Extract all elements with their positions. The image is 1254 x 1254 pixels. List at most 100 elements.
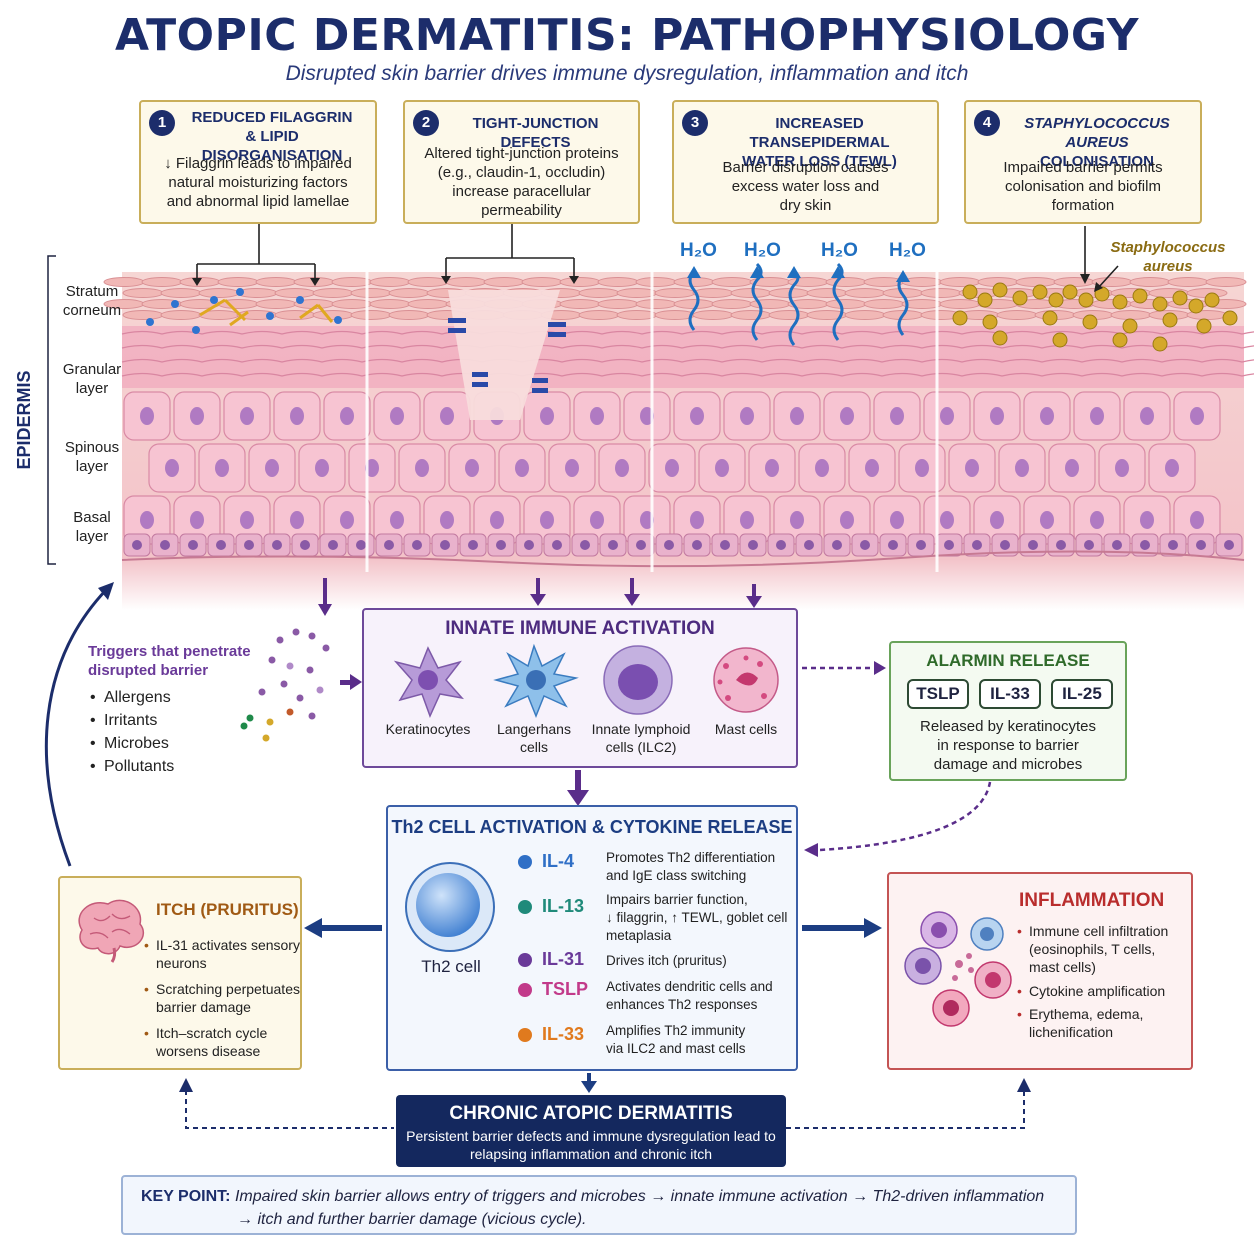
cytokine-il33-description: Amplifies Th2 immunity via ILC2 and mast… <box>606 1022 792 1058</box>
h2o-label-3: H₂O <box>821 240 858 261</box>
th2-cell-icon <box>405 862 495 952</box>
inflammation-bullet-line: Erythema, edema, <box>1029 1006 1144 1022</box>
alarmin-pill-tslp: TSLP <box>907 679 969 709</box>
alarmin-release-box: ALARMIN RELEASE TSLP IL-33 IL-25 Release… <box>889 641 1127 781</box>
cytokine-tslp-description: Activates dendritic cells and enhances T… <box>606 978 792 1014</box>
cell-caption-keratinocytes: Keratinocytes <box>378 720 478 738</box>
innate-immune-box: INNATE IMMUNE ACTIVATION Keratinocytes L… <box>362 608 798 768</box>
th2-cell-label: Th2 cell <box>421 957 481 976</box>
step-2-heading-line1: TIGHT-JUNCTION DEFECTS <box>472 115 599 151</box>
cell-caption-line: cells <box>519 739 548 755</box>
layer-label-basal: Basal layer <box>44 508 140 546</box>
step-1-text-line3: and abnormal lipid lamellae <box>166 193 350 210</box>
cytokine-desc-line: Impairs barrier function, <box>606 892 748 907</box>
step-number-1: 1 <box>149 110 175 136</box>
layer-label-spinous: Spinous layer <box>44 438 140 476</box>
trigger-item: Allergens <box>90 689 171 707</box>
inflammation-title: INFLAMMATION <box>1019 890 1165 911</box>
innate-immune-title: INNATE IMMUNE ACTIVATION <box>445 618 715 639</box>
layer-label-line: Granular <box>62 361 122 378</box>
brain-icon <box>78 899 145 963</box>
itch-bullet-line: worsens disease <box>156 1043 261 1059</box>
staph-label-line2: aureus <box>1143 258 1193 275</box>
layer-label-line: Stratum <box>65 283 119 300</box>
trigger-item: Microbes <box>90 735 169 753</box>
step-1-text-line1: ↓ Filaggrin leads to impaired <box>164 155 352 172</box>
mast-cell-icon <box>713 647 779 713</box>
step-number-2: 2 <box>413 110 439 136</box>
alarmin-desc-line: damage and microbes <box>933 756 1083 773</box>
step-4-text-line2: colonisation and biofilm <box>1005 178 1161 195</box>
langerhans-cell-icon <box>493 643 579 719</box>
step-number-4: 4 <box>974 110 1000 136</box>
chronic-desc-line: Persistent barrier defects and immune dy… <box>406 1128 776 1144</box>
cell-caption-line: Langerhans <box>497 721 571 737</box>
inflammation-bullet-3: Erythema, edema, lichenification <box>1017 1005 1144 1041</box>
itch-bullet-line: Itch–scratch cycle <box>156 1025 268 1041</box>
layer-label-line: Basal <box>73 509 111 526</box>
cytokine-desc-line: ↓ filaggrin, ↑ TEWL, goblet cell <box>606 910 788 925</box>
cell-caption-mast: Mast cells <box>696 720 796 738</box>
step-box-filaggrin: 1 REDUCED FILAGGRIN & LIPID DISORGANISAT… <box>139 100 377 224</box>
epidermis-label: EPIDERMIS <box>14 370 34 469</box>
step-1-heading-line1: REDUCED FILAGGRIN <box>191 109 353 126</box>
cytokine-il13-description: Impairs barrier function, ↓ filaggrin, ↑… <box>606 891 792 945</box>
h2o-label-4: H₂O <box>889 240 926 261</box>
step-3-heading-line2: WATER LOSS (TEWL) <box>742 153 897 170</box>
trigger-item: Irritants <box>90 712 157 730</box>
inflammation-bullet-line: lichenification <box>1029 1024 1114 1040</box>
triggers-heading: Triggers that penetrate disrupted barrie… <box>88 642 268 680</box>
layer-label-line: corneum <box>62 302 122 319</box>
h2o-label-1: H₂O <box>680 240 717 261</box>
step-4-text-line1: Impaired barrier permits <box>1003 159 1163 176</box>
page-title: ATOPIC DERMATITIS: PATHOPHYSIOLOGY <box>115 10 1139 61</box>
cytokine-dot-il13 <box>518 900 532 914</box>
step-1-heading-line2: & LIPID DISORGANISATION <box>201 128 343 164</box>
cytokine-dot-il31 <box>518 953 532 967</box>
cytokine-desc-line: Promotes Th2 differentiation <box>606 850 776 865</box>
step-3-heading-line1: INCREASED TRANSEPIDERMAL <box>749 115 890 151</box>
itch-bullet-3: Itch–scratch cycle worsens disease <box>144 1024 268 1060</box>
cytokine-il13: IL-13 <box>542 896 585 916</box>
itch-box: ITCH (PRURITUS) IL-31 activates sensory … <box>58 876 302 1070</box>
layer-label-line: layer <box>75 458 109 475</box>
cytokine-desc-line: Activates dendritic cells and <box>606 979 773 994</box>
innate-cells-illustration <box>393 643 779 719</box>
keratinocyte-icon <box>393 646 465 718</box>
alarmin-description: Released by keratinocytes in response to… <box>897 717 1119 774</box>
chronic-desc-line: relapsing inflammation and chronic itch <box>469 1146 712 1162</box>
cell-caption-line: Innate lymphoid <box>591 721 691 737</box>
step-box-tewl: 3 INCREASED TRANSEPIDERMAL WATER LOSS (T… <box>672 100 939 224</box>
cytokine-desc-line: Amplifies Th2 immunity <box>606 1023 746 1038</box>
chronic-title: CHRONIC ATOPIC DERMATITIS <box>449 1103 733 1124</box>
cytokine-il33: IL-33 <box>542 1024 585 1044</box>
ilc2-cell-icon <box>603 645 673 715</box>
inflammation-box: INFLAMMATION Immune cell infiltration (e… <box>887 872 1193 1070</box>
chronic-description: Persistent barrier defects and immune dy… <box>402 1127 780 1163</box>
itch-title: ITCH (PRURITUS) <box>156 900 299 919</box>
inflammation-bullet-2: Cytokine amplification <box>1017 982 1165 1000</box>
layer-label-granular: Granular layer <box>44 360 140 398</box>
step-2-text-line3: increase paracellular <box>452 183 591 200</box>
itch-bullet-line: neurons <box>156 955 207 971</box>
cytokine-il31: IL-31 <box>542 949 585 969</box>
layer-label-line: layer <box>75 528 109 545</box>
cell-caption-line: Keratinocytes <box>385 721 471 737</box>
step-2-text-line4: permeability <box>481 202 562 219</box>
th2-activation-box: Th2 CELL ACTIVATION & CYTOKINE RELEASE T… <box>386 805 798 1071</box>
skin-cross-section-illustration <box>47 224 1254 610</box>
cytokine-il31-description: Drives itch (pruritus) <box>606 952 792 970</box>
cytokine-desc-line: and IgE class switching <box>606 868 747 883</box>
cell-caption-ilc2: Innate lymphoid cells (ILC2) <box>586 720 696 756</box>
step-2-text-line1: Altered tight-junction proteins <box>424 145 619 162</box>
triggers-heading-line1: Triggers that penetrate <box>88 643 251 660</box>
layer-label-line: Spinous <box>64 439 120 456</box>
cell-caption-line: cells (ILC2) <box>605 739 677 755</box>
inflammation-bullet-line: mast cells) <box>1029 959 1096 975</box>
itch-bullet-line: Scratching perpetuates <box>156 981 300 997</box>
inflammation-bullet-1: Immune cell infiltration (eosinophils, T… <box>1017 922 1168 976</box>
layer-label-line: layer <box>75 380 109 397</box>
key-point-text-line2: → itch and further barrier damage (vicio… <box>237 1211 587 1228</box>
cytokine-tslp: TSLP <box>542 979 589 999</box>
step-number-3: 3 <box>682 110 708 136</box>
